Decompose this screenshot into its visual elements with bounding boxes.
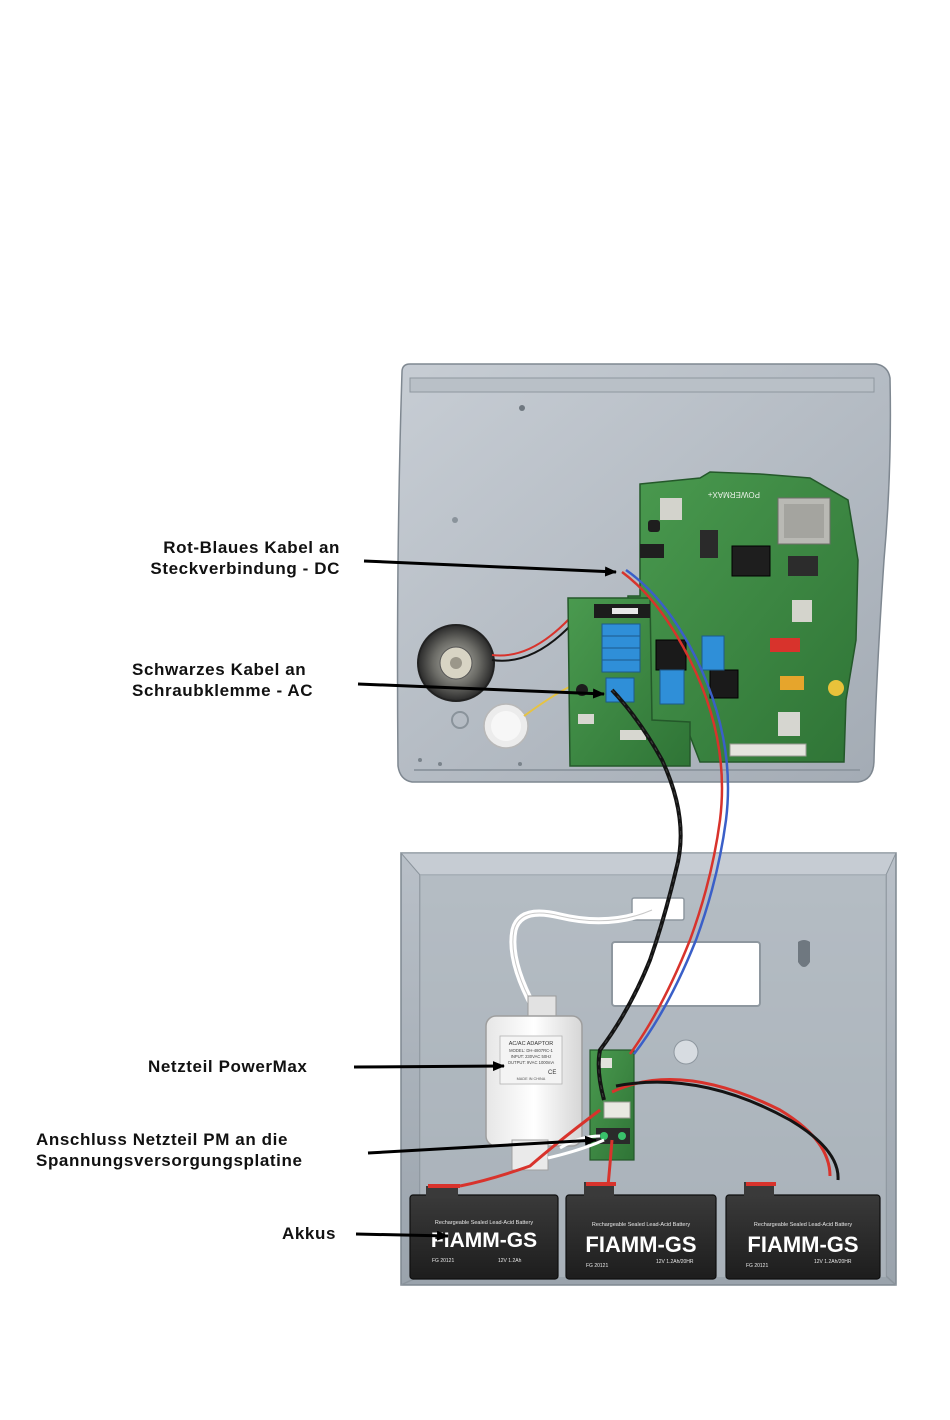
label-connection: Anschluss Netzteil PM an die Spannungsve… [36, 1129, 303, 1171]
label-power-supply-text: Netzteil PowerMax [148, 1057, 308, 1076]
red-blue-dc-cable-blue [625, 568, 730, 1055]
battery-3: Rechargeable Sealed Lead-Acid Battery FI… [725, 1182, 881, 1280]
arrow-dc-cable [363, 559, 617, 577]
battery-3-header: Rechargeable Sealed Lead-Acid Battery [754, 1222, 852, 1228]
battery-1: Rechargeable Sealed Lead-Acid Battery FI… [409, 1184, 559, 1280]
battery-1-header: Rechargeable Sealed Lead-Acid Battery [435, 1220, 533, 1226]
expansion-pcb [567, 597, 691, 767]
arrow-connection [367, 1135, 597, 1155]
board-brand: POWERMAX+ [707, 490, 760, 499]
battery-2-header: Rechargeable Sealed Lead-Acid Battery [592, 1222, 690, 1228]
label-connection-line1: Anschluss Netzteil PM an die [36, 1130, 289, 1149]
adaptor-ce: CE [548, 1070, 556, 1076]
power-adaptor: AC/AC ADAPTOR MODEL: DH-4807RC-1 INPUT: … [485, 995, 583, 1171]
battery-2-rating: 12V 1.2Ah/20HR [656, 1259, 694, 1265]
battery-1-model: FG 20121 [432, 1258, 454, 1264]
label-ac-cable-line1: Schwarzes Kabel an [132, 660, 307, 679]
speaker [417, 624, 495, 702]
label-power-supply: Netzteil PowerMax [148, 1056, 307, 1077]
adaptor-title: AC/AC ADAPTOR [509, 1041, 554, 1047]
main-pcb: POWERMAX+ [627, 471, 859, 763]
adaptor-origin: MADE IN CHINA [517, 1077, 546, 1081]
label-batteries: Akkus [282, 1223, 336, 1244]
black-ac-cable [596, 688, 683, 1101]
pointer-arrows [353, 559, 617, 1241]
arrow-ac-cable [357, 682, 605, 699]
battery-2-model: FG 20121 [586, 1263, 608, 1269]
label-dc-cable: Rot-Blaues Kabel an Steckverbindung - DC [100, 537, 340, 579]
adaptor-model: MODEL: DH-4807RC-1 [509, 1048, 553, 1053]
label-connection-line2: Spannungsversorgungsplatine [36, 1151, 303, 1170]
arrow-batteries [355, 1230, 449, 1241]
label-dc-cable-line1: Rot-Blaues Kabel an [163, 538, 340, 557]
battery-1-brand: FIAMM-GS [431, 1229, 537, 1252]
battery-1-rating: 12V 1.2Ah [498, 1258, 522, 1264]
buzzer [483, 703, 529, 749]
red-blue-dc-cable-red [621, 570, 724, 1055]
battery-3-model: FG 20121 [746, 1263, 768, 1269]
label-dc-cable-line2: Steckverbindung - DC [150, 559, 340, 578]
label-batteries-text: Akkus [282, 1224, 337, 1243]
arrow-power-supply [353, 1061, 505, 1072]
battery-2: Rechargeable Sealed Lead-Acid Battery FI… [565, 1182, 717, 1280]
adaptor-output: OUTPUT: 9VAC 1000mA [508, 1060, 555, 1065]
battery-2-brand: FIAMM-GS [585, 1232, 696, 1257]
battery-3-rating: 12V 1.2Ah/20HR [814, 1259, 852, 1265]
adaptor-input: INPUT: 230VAC 50Hz [511, 1054, 552, 1059]
label-ac-cable: Schwarzes Kabel an Schraubklemme - AC [132, 659, 313, 701]
battery-3-brand: FIAMM-GS [747, 1232, 858, 1257]
label-ac-cable-line2: Schraubklemme - AC [132, 681, 314, 700]
